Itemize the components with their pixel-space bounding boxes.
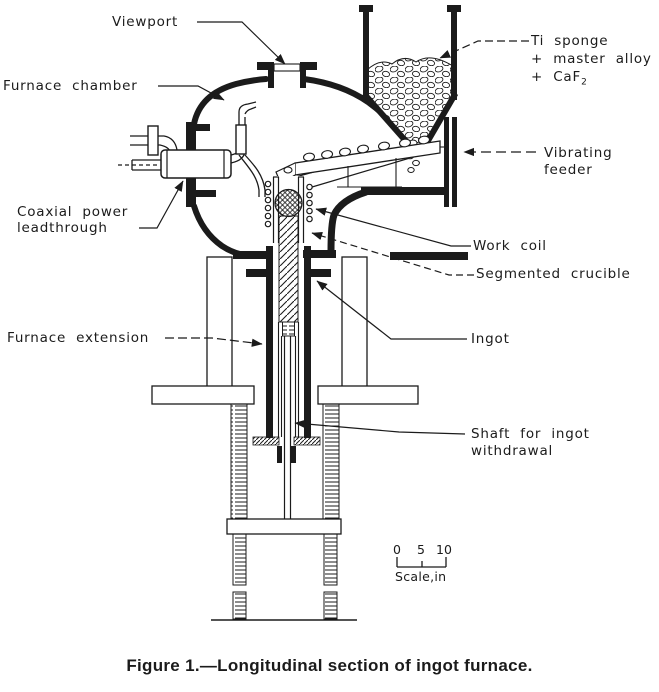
viewport-port bbox=[257, 62, 317, 88]
bottom-hatch-flange bbox=[252, 436, 280, 446]
segmented-crucible-leader-line bbox=[311, 231, 474, 276]
ingot-plug bbox=[282, 321, 295, 337]
furnace-extension-leader-line bbox=[165, 337, 263, 347]
scale-tick-0: 0 bbox=[393, 542, 401, 557]
threaded-rod bbox=[232, 533, 247, 586]
shaft-label-line1: Shaft for ingot bbox=[471, 426, 590, 442]
figure-caption: Figure 1.—Longitudinal section of ingot … bbox=[126, 656, 533, 675]
furnace-extension-tube bbox=[246, 246, 331, 519]
shaft-coupling bbox=[277, 446, 282, 463]
support-column bbox=[341, 256, 368, 388]
work-coil bbox=[264, 180, 313, 228]
charge-material bbox=[366, 57, 454, 147]
vibrating-feeder-label-line1: Vibrating bbox=[544, 145, 613, 161]
coaxial-leader-line bbox=[139, 180, 184, 229]
foot bbox=[323, 591, 338, 620]
scale-bar bbox=[396, 557, 447, 568]
coaxial-label-line1: Coaxial power bbox=[17, 204, 129, 220]
shaft-leader-line bbox=[294, 419, 466, 435]
shaft-label-line2: withdrawal bbox=[471, 443, 554, 459]
furnace-chamber-leader-line bbox=[158, 85, 225, 101]
caf2-subscript: 2 bbox=[581, 77, 588, 88]
charge-label-line2: + master alloy bbox=[531, 51, 652, 67]
pipe-fitting bbox=[147, 125, 159, 156]
ingot-label: Ingot bbox=[471, 331, 510, 347]
cross-plate bbox=[226, 518, 342, 535]
feeder-pebbles bbox=[283, 135, 431, 174]
base-flange bbox=[317, 385, 419, 405]
coaxial-leadthrough bbox=[118, 101, 266, 207]
foot bbox=[232, 591, 247, 620]
leader-lines bbox=[139, 21, 536, 435]
viewport-leader-line bbox=[197, 21, 286, 65]
ingot-leader-line bbox=[316, 280, 467, 340]
viewport-label: Viewport bbox=[112, 14, 179, 30]
support-structure bbox=[151, 256, 419, 621]
vibrating-feeder bbox=[275, 117, 457, 207]
base-flange bbox=[151, 385, 255, 405]
crucible-assembly bbox=[264, 176, 313, 337]
threaded-rod bbox=[230, 403, 248, 521]
ingot-column bbox=[278, 215, 299, 323]
support-column bbox=[206, 256, 233, 388]
coax-cylinder bbox=[160, 149, 232, 179]
feeder-flange bbox=[444, 117, 449, 207]
scale-tick-5: 5 bbox=[417, 542, 425, 557]
scale-tick-10: 10 bbox=[436, 542, 452, 557]
charge-leader-line bbox=[439, 40, 529, 59]
threaded-rod bbox=[323, 533, 338, 586]
threaded-rod bbox=[322, 403, 340, 521]
scale-unit-label: Scale,in bbox=[395, 569, 447, 584]
pipe-fitting bbox=[235, 124, 247, 155]
furnace-chamber-outline bbox=[191, 76, 468, 260]
withdrawal-shaft bbox=[283, 336, 292, 519]
furnace-extension-label: Furnace extension bbox=[7, 330, 150, 346]
furnace-chamber-label: Furnace chamber bbox=[3, 78, 138, 94]
charge-label-line1: Ti sponge bbox=[531, 33, 609, 49]
vibrating-feeder-label-line2: feeder bbox=[544, 162, 593, 178]
work-coil-leader-line bbox=[315, 207, 471, 247]
charge-label-line3: + CaF2 bbox=[531, 69, 588, 88]
work-coil-label: Work coil bbox=[473, 238, 547, 254]
melt-pool bbox=[274, 188, 303, 218]
segmented-crucible-label: Segmented crucible bbox=[476, 266, 631, 282]
coaxial-label-line2: leadthrough bbox=[17, 220, 108, 236]
